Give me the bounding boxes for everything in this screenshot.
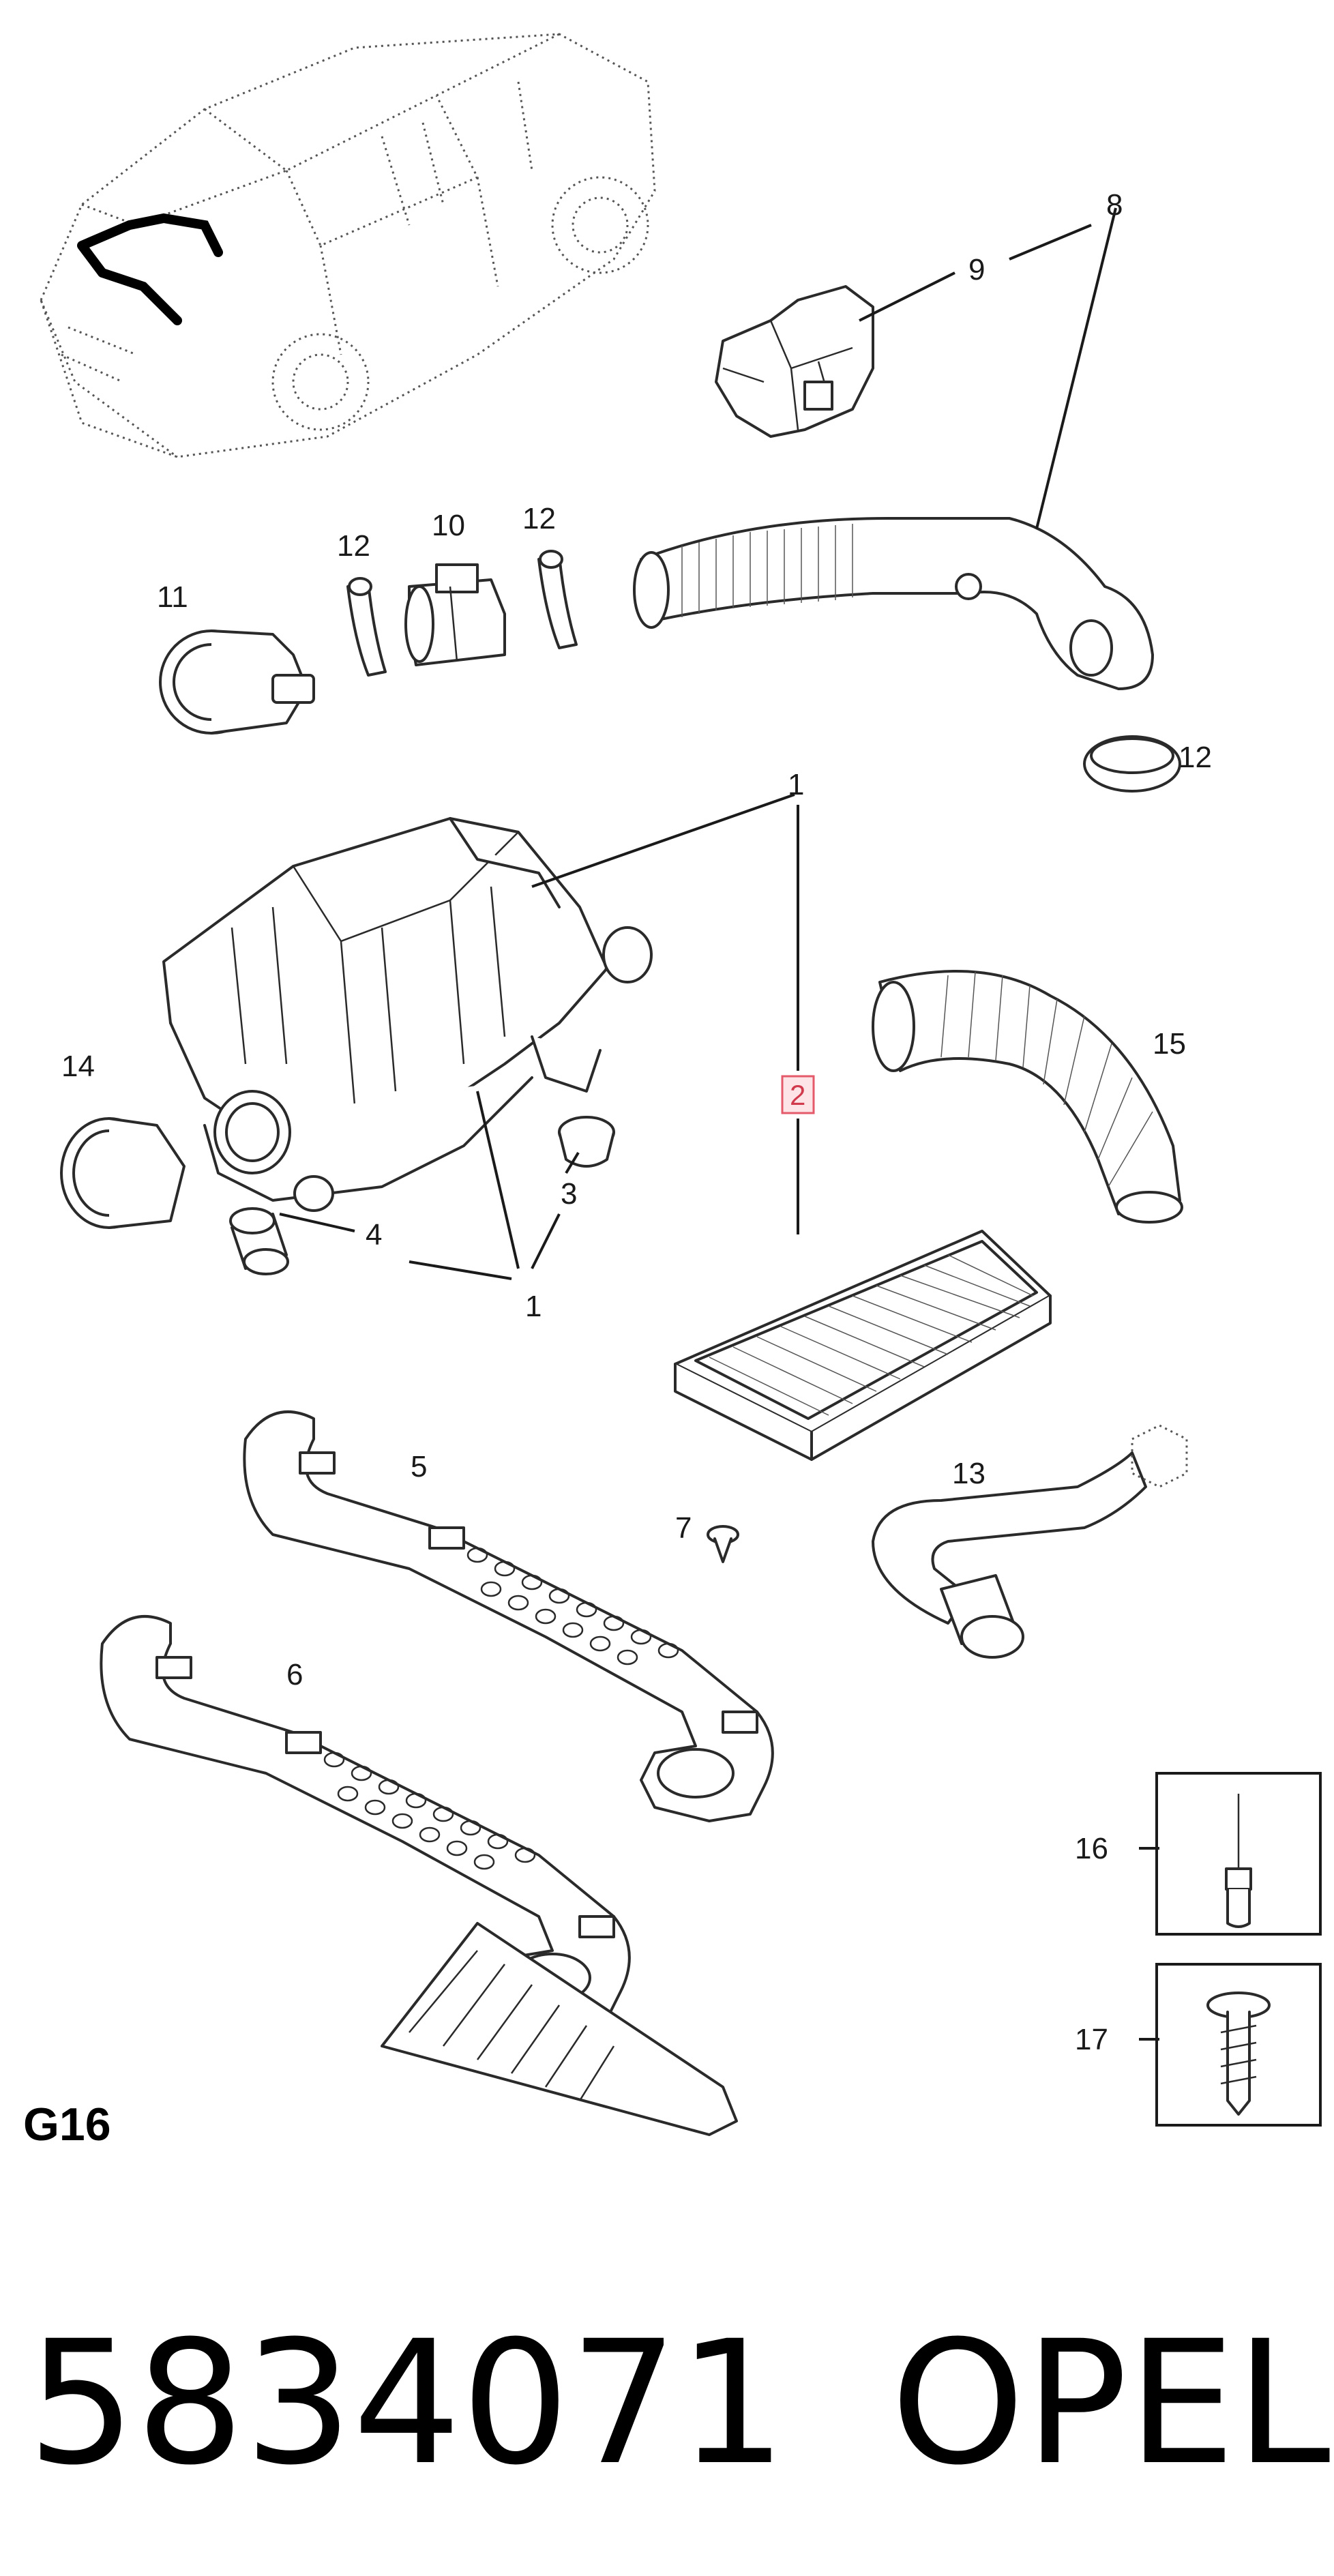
- leader-lines: [279, 207, 1159, 2041]
- intake-hose-part-8: [633, 517, 1154, 690]
- brand-name: OPEL: [891, 2304, 1331, 2502]
- callout-16: 16: [1075, 1832, 1108, 1865]
- vehicle-overview-illustration: [40, 33, 656, 458]
- screw-part-17-box: [1155, 1963, 1322, 2127]
- callout-14: 14: [61, 1050, 95, 1083]
- hose-clamp-part-12-right: [1083, 735, 1181, 793]
- callout-6: 6: [286, 1658, 303, 1691]
- callout-13: 13: [952, 1457, 985, 1490]
- callout-4: 4: [366, 1218, 382, 1252]
- group-label: G16: [23, 2099, 111, 2150]
- air-cleaner-housing-part-1: [162, 817, 653, 1212]
- callout-7: 7: [675, 1511, 692, 1545]
- grommet-part-3: [558, 1116, 615, 1168]
- hose-clamp-part-12-mid: [537, 550, 578, 649]
- hose-part-13: [872, 1424, 1188, 1659]
- callout-1-bottom: 1: [525, 1290, 542, 1323]
- callout-5: 5: [411, 1450, 427, 1483]
- rivet-part-16-box: [1155, 1772, 1322, 1936]
- sensor-housing-part-10: [404, 563, 506, 666]
- svg-text:2: 2: [790, 1079, 805, 1111]
- hose-clamp-part-12-left: [346, 577, 387, 677]
- callout-17: 17: [1075, 2023, 1108, 2056]
- sleeve-part-4: [229, 1207, 289, 1275]
- callout-12-left: 12: [337, 529, 370, 563]
- callout-11: 11: [157, 580, 188, 614]
- callout-9: 9: [968, 253, 985, 286]
- flexible-hose-part-15: [872, 970, 1183, 1224]
- callout-10: 10: [432, 509, 465, 542]
- air-filter-element-part-2: [674, 1230, 1052, 1461]
- air-duct-part-6: [100, 1615, 738, 2136]
- callout-15: 15: [1153, 1027, 1186, 1061]
- callout-labels: 8 9 10 12 12 11 12 1 15 14 3 4 1 5 13 7 …: [61, 188, 1212, 2056]
- callout-12-right: 12: [1179, 741, 1212, 774]
- air-flow-meter-part-11: [159, 630, 315, 735]
- callout-12-mid: 12: [522, 502, 556, 535]
- air-duct-part-5: [243, 1410, 774, 1822]
- clip-part-9: [715, 285, 874, 438]
- callout-8: 8: [1106, 188, 1123, 222]
- callout-3: 3: [561, 1177, 577, 1211]
- seal-ring-part-14: [60, 1117, 186, 1229]
- selected-part-callout[interactable]: 2: [781, 1075, 815, 1114]
- push-rivet-part-7: [707, 1525, 739, 1563]
- callout-1-top: 1: [788, 768, 804, 801]
- part-number: 5834071: [27, 2304, 786, 2502]
